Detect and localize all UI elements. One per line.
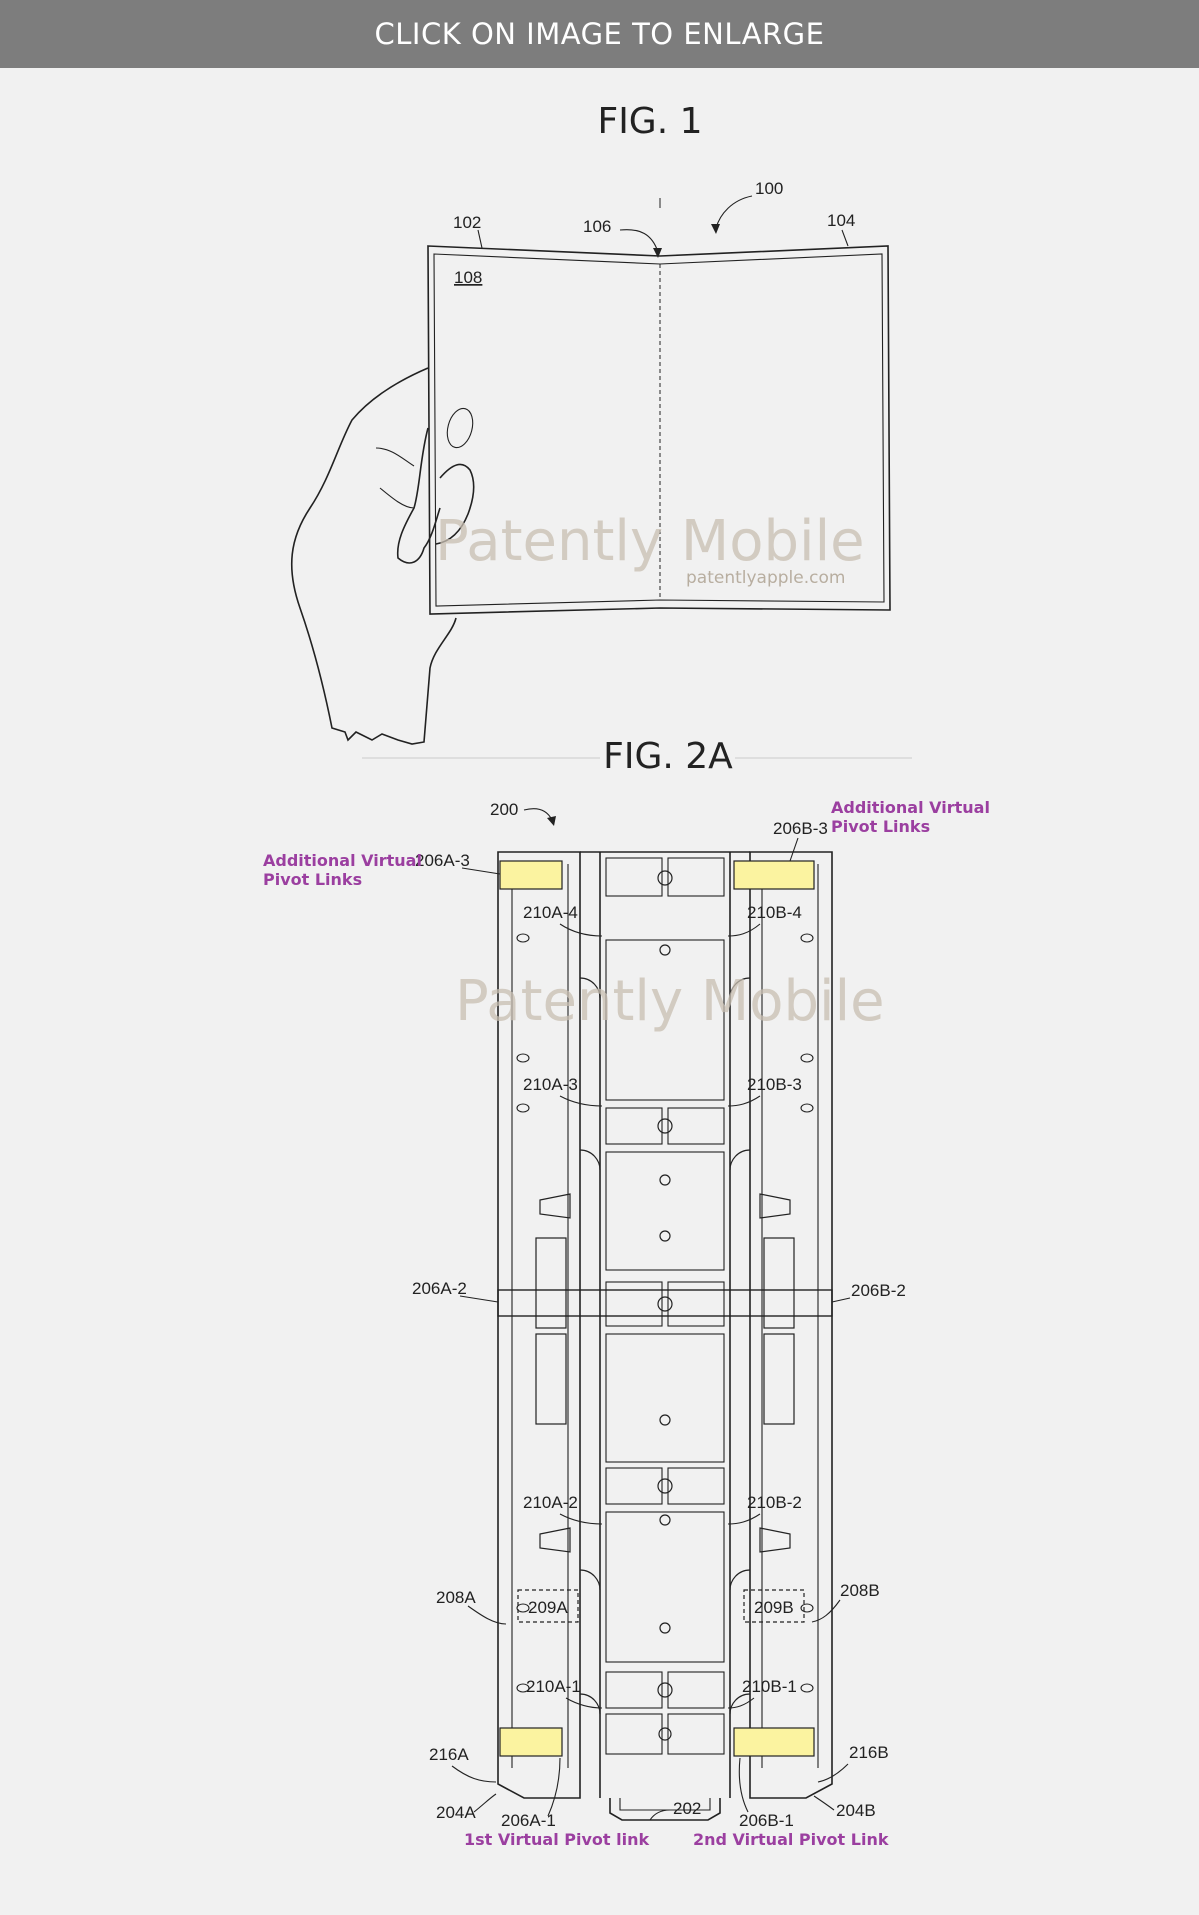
annotation-additional-left-1: Additional Virtual xyxy=(263,851,422,870)
patent-drawing: FIG. 1 Patently Mobile patentlyapple.com… xyxy=(263,101,990,1849)
ref-208a: 208A xyxy=(436,1588,476,1607)
ref-204a: 204A xyxy=(436,1803,476,1822)
left-frame xyxy=(497,851,581,1799)
ref-210b2: 210B-2 xyxy=(747,1493,802,1512)
fig1-title: FIG. 1 xyxy=(597,101,702,142)
ref-210a2: 210A-2 xyxy=(523,1493,578,1512)
link-206a1-highlight xyxy=(499,1727,563,1757)
annotation-additional-right-2: Pivot Links xyxy=(831,817,930,836)
ref-100: 100 xyxy=(755,179,783,198)
ref-210a3: 210A-3 xyxy=(523,1075,578,1094)
ref-206a2: 206A-2 xyxy=(412,1279,467,1298)
link-206a3-highlight xyxy=(499,860,563,890)
ref-206b3: 206B-3 xyxy=(773,819,828,838)
fig2a-title: FIG. 2A xyxy=(603,736,733,777)
fig2a-watermark: Patently Mobile xyxy=(455,969,885,1034)
right-frame xyxy=(749,851,833,1799)
box-209a xyxy=(517,1589,579,1623)
link-206b1-highlight xyxy=(733,1727,815,1757)
ref-210b1: 210B-1 xyxy=(742,1677,797,1696)
fig1-watermark: Patently Mobile xyxy=(435,509,865,574)
ref-210b4: 210B-4 xyxy=(747,903,802,922)
ref-206a1: 206A-1 xyxy=(501,1811,556,1830)
fig1-watermark-site: patentlyapple.com xyxy=(686,568,845,588)
ref-108: 108 xyxy=(454,268,482,287)
ref-206b1: 206B-1 xyxy=(739,1811,794,1830)
annotation-additional-left-2: Pivot Links xyxy=(263,870,362,889)
hand-illustration xyxy=(290,367,475,745)
ref-204b: 204B xyxy=(836,1801,876,1820)
ref-106: 106 xyxy=(583,217,611,236)
ref-200: 200 xyxy=(490,800,518,819)
annotation-additional-right-1: Additional Virtual xyxy=(831,798,990,817)
annotation-second-link: 2nd Virtual Pivot Link xyxy=(693,1830,889,1849)
enlarge-banner[interactable]: CLICK ON IMAGE TO ENLARGE xyxy=(0,0,1199,68)
ref-206b2: 206B-2 xyxy=(851,1281,906,1300)
link-206-2 xyxy=(497,1289,833,1317)
ref-102: 102 xyxy=(453,213,481,232)
ref-209b: 209B xyxy=(754,1598,794,1617)
patent-figures[interactable]: FIG. 1 Patently Mobile patentlyapple.com… xyxy=(0,68,1199,1915)
ref-216a: 216A xyxy=(429,1745,469,1764)
ref-208b: 208B xyxy=(840,1581,880,1600)
ref-210a4: 210A-4 xyxy=(523,903,578,922)
ref-210b3: 210B-3 xyxy=(747,1075,802,1094)
box-209b xyxy=(743,1589,805,1623)
ref-209a: 209A xyxy=(528,1598,568,1617)
ref-202: 202 xyxy=(673,1799,701,1818)
foldable-device xyxy=(427,198,891,615)
ref-216b: 216B xyxy=(849,1743,889,1762)
ref-104: 104 xyxy=(827,211,855,230)
ref-210a1: 210A-1 xyxy=(526,1677,581,1696)
link-206b3-highlight xyxy=(733,860,815,890)
ref-206a3: 206A-3 xyxy=(415,851,470,870)
annotation-first-link: 1st Virtual Pivot link xyxy=(464,1830,649,1849)
